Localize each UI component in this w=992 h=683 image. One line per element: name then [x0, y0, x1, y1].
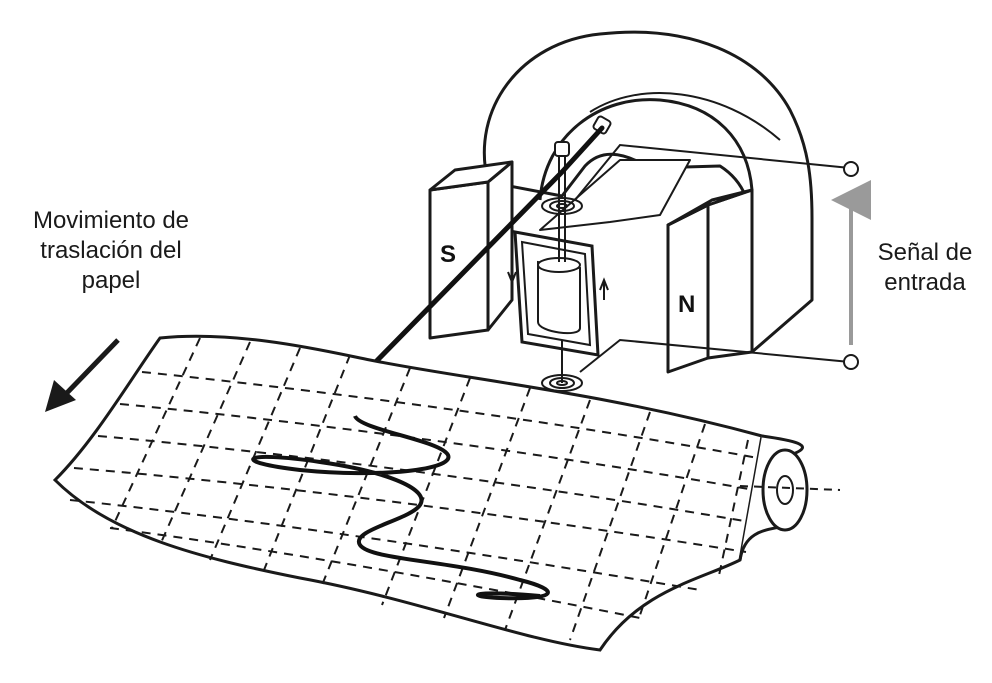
north-pole-label: N	[678, 291, 696, 318]
pole-gap	[539, 159, 691, 231]
iron-core	[537, 260, 581, 335]
recorded-trace	[251, 414, 550, 601]
paper-grid	[69, 337, 759, 641]
input-signal-label: Señal de entrada	[858, 238, 992, 298]
input-signal-label-line-1: Señal de	[877, 239, 973, 266]
upper-spring	[541, 197, 583, 215]
paper-motion-label-line-1: Movimiento de	[32, 207, 190, 234]
paper-motion-label: Movimiento de traslación del papel	[0, 206, 222, 296]
paper-sheet	[52, 334, 764, 652]
paper-motion-arrow	[45, 338, 120, 412]
paper-roll	[738, 434, 841, 561]
horseshoe-magnet	[428, 30, 814, 374]
input-signal-label-line-2: entrada	[884, 269, 966, 296]
chart-paper	[52, 334, 764, 652]
south-pole-label: S	[440, 241, 457, 268]
bottom-terminal	[843, 354, 859, 370]
moving-coil	[507, 115, 612, 392]
input-leads	[574, 143, 859, 373]
magnet-s-pole	[428, 180, 490, 340]
paper-motion-label-line-3: papel	[81, 267, 141, 294]
paper-motion-label-line-2: traslación del	[40, 237, 182, 264]
top-terminal	[843, 161, 859, 177]
